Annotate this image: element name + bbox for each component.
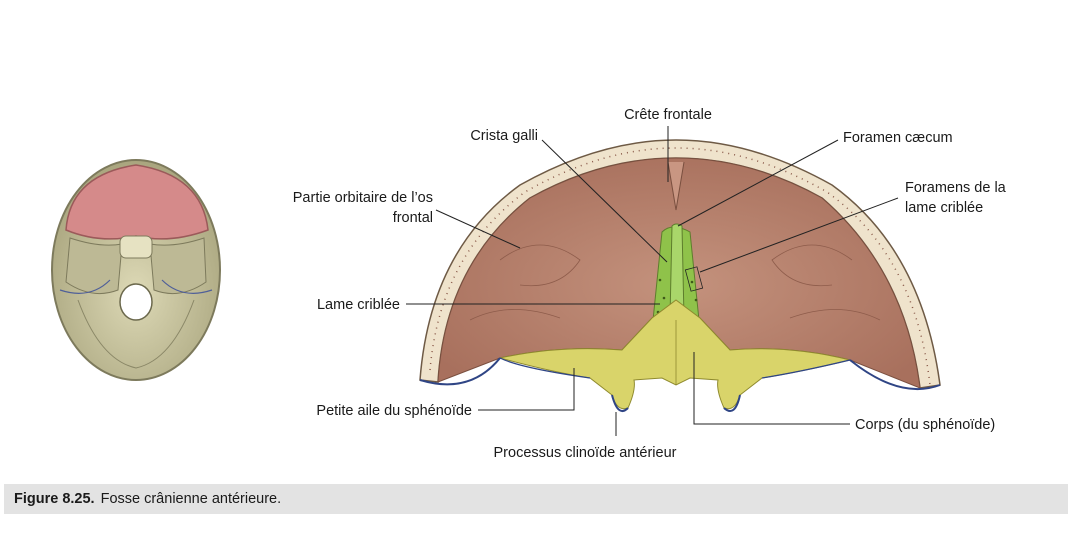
label-partie-orbitaire-line1: Partie orbitaire de l’os — [293, 190, 433, 206]
foramen-magnum — [119, 283, 153, 321]
label-petite-aile: Petite aile du sphénoïde — [316, 403, 472, 419]
sphenoid-bone — [499, 299, 851, 410]
label-lame-criblee: Lame criblée — [317, 297, 400, 313]
label-foramens-line1: Foramens de la — [905, 180, 1007, 196]
label-foramen-caecum: Foramen cæcum — [843, 130, 953, 146]
crista-galli — [669, 223, 685, 319]
caption-text: Fosse crânienne antérieure. — [100, 491, 282, 507]
label-crete-frontale: Crête frontale — [624, 107, 712, 123]
label-crista-galli: Crista galli — [470, 128, 538, 144]
label-corps-sphenoide: Corps (du sphénoïde) — [855, 417, 995, 433]
label-foramens-line2: lame criblée — [905, 200, 983, 216]
labels: Crête frontale Crista galli Foramen cæcu… — [293, 107, 1007, 461]
caption-number: Figure 8.25. — [14, 491, 95, 507]
figure-caption: Figure 8.25. Fosse crânienne antérieure. — [4, 484, 1068, 514]
leader-lines — [406, 126, 899, 436]
label-processus-clinoide: Processus clinoïde antérieur — [494, 445, 677, 461]
frontal-crest — [667, 161, 685, 211]
anterior-cranial-fossa — [419, 139, 941, 412]
skull-base-thumbnail — [51, 159, 221, 381]
label-partie-orbitaire-line2: frontal — [393, 210, 433, 226]
anterior-fossa-highlight — [65, 164, 209, 240]
